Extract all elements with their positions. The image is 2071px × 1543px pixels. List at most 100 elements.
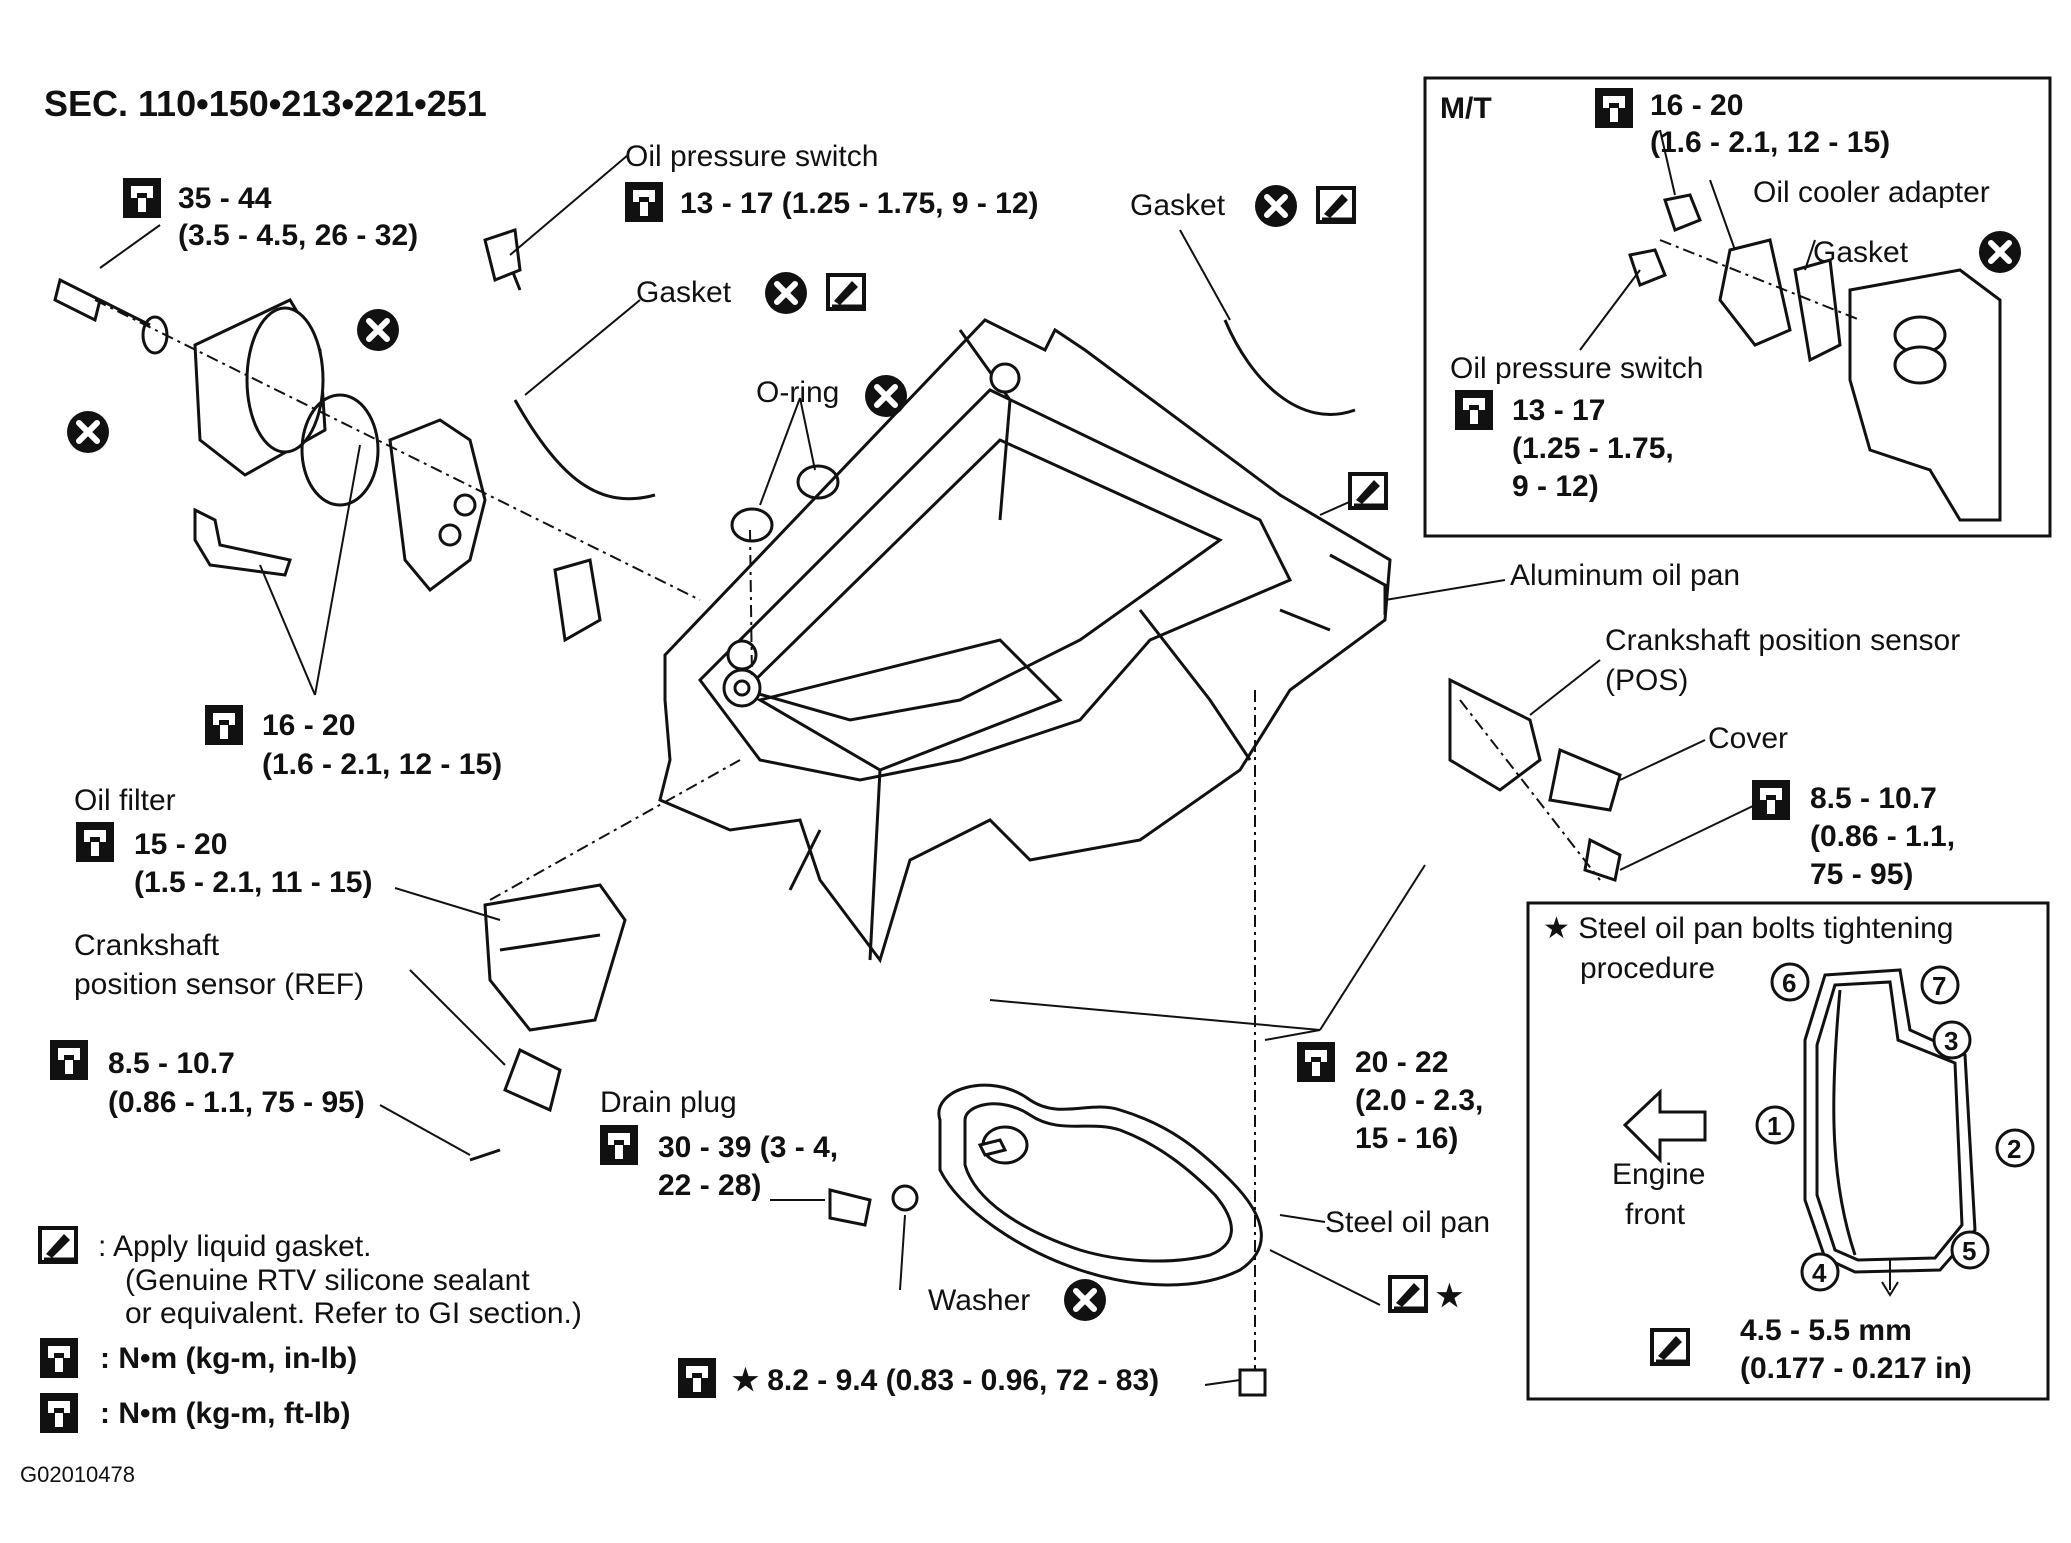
torque-wrench-icon xyxy=(50,1040,88,1080)
legend-torque-in-lb: : N•m (kg-m, in-lb) xyxy=(100,1342,357,1375)
oil-filter-torque: 15 - 20 xyxy=(134,828,227,861)
pos-torque: 8.5 - 10.7 xyxy=(1810,782,1937,815)
o-ring-drawing xyxy=(730,507,774,543)
torque-16-20-sub: (1.6 - 2.1, 12 - 15) xyxy=(262,748,502,781)
bolt-number-6: 6 xyxy=(1770,962,1810,1002)
pos-torque-sub-1: (0.86 - 1.1, xyxy=(1810,820,1955,853)
legend: : Apply liquid gasket. (Genuine RTV sili… xyxy=(36,1224,582,1433)
torque-wrench-icon xyxy=(625,182,663,222)
liquid-gasket-icon xyxy=(1386,1273,1430,1315)
liquid-gasket-icon xyxy=(1648,1326,1692,1368)
cover-label: Cover xyxy=(1708,722,1788,755)
crankshaft-pos-label-2: (POS) xyxy=(1605,664,1688,697)
bolt-number-5: 5 xyxy=(1950,1230,1990,1270)
do-not-reuse-icon xyxy=(1979,231,2021,273)
crankshaft-ref-label-2: position sensor (REF) xyxy=(74,968,364,1001)
gasket-label-left: Gasket xyxy=(636,276,732,309)
torque-wrench-icon xyxy=(205,705,243,745)
washer-label: Washer xyxy=(928,1284,1030,1317)
svg-text:2: 2 xyxy=(2007,1134,2021,1164)
drain-plug-torque-sub: 22 - 28) xyxy=(658,1169,761,1202)
torque-wrench-icon xyxy=(1297,1042,1335,1082)
torque-wrench-icon xyxy=(40,1338,78,1378)
inset-steel-pan-procedure: ★ Steel oil pan bolts tightening procedu… xyxy=(1526,901,2050,1401)
do-not-reuse-icon xyxy=(357,309,399,351)
do-not-reuse-icon xyxy=(865,375,907,417)
procedure-title-2: procedure xyxy=(1580,952,1715,985)
legend-gasket-line-1: : Apply liquid gasket. xyxy=(98,1230,372,1263)
o-ring-label: O-ring xyxy=(756,376,839,409)
oil-cooler-adapter-label: Oil cooler adapter xyxy=(1753,176,1990,209)
torque-20-22: 20 - 22 xyxy=(1355,1046,1448,1079)
torque-wrench-icon xyxy=(600,1125,638,1165)
oil-filter-label: Oil filter xyxy=(74,784,176,817)
inset-mt-header: M/T xyxy=(1440,92,1492,125)
drain-plug-label: Drain plug xyxy=(600,1086,737,1119)
svg-text:3: 3 xyxy=(1944,1026,1958,1056)
torque-35-44: 35 - 44 xyxy=(178,182,272,215)
do-not-reuse-icon xyxy=(67,411,109,453)
legend-torque-ft-lb: : N•m (kg-m, ft-lb) xyxy=(100,1397,350,1430)
ref-torque-sub: (0.86 - 1.1, 75 - 95) xyxy=(108,1086,365,1119)
oil-pressure-switch-torque: 13 - 17 (1.25 - 1.75, 9 - 12) xyxy=(680,187,1039,220)
inset-mt-torque-sub: (1.6 - 2.1, 12 - 15) xyxy=(1650,126,1890,159)
inset-oil-pressure-switch-label: Oil pressure switch xyxy=(1450,352,1703,385)
bolt-number-3: 3 xyxy=(1932,1020,1972,1060)
bolt-number-7: 7 xyxy=(1920,965,1960,1005)
section-title: SEC. 110•150•213•221•251 xyxy=(44,83,487,124)
steel-oil-pan-drawing xyxy=(937,1083,1263,1287)
pos-torque-sub-2: 75 - 95) xyxy=(1810,858,1913,891)
gasket-spec-2: (0.177 - 0.217 in) xyxy=(1740,1352,1972,1385)
engine-front-1: Engine xyxy=(1612,1158,1705,1191)
svg-text:1: 1 xyxy=(1767,1111,1781,1141)
leader-lines xyxy=(99,154,1756,1386)
liquid-gasket-icon xyxy=(1346,470,1390,512)
steel-oil-pan-label: Steel oil pan xyxy=(1325,1206,1490,1239)
svg-text:7: 7 xyxy=(1932,971,1946,1001)
bolt-number-1: 1 xyxy=(1755,1105,1795,1145)
torque-wrench-icon xyxy=(678,1358,716,1398)
inset-mt-torque: 16 - 20 xyxy=(1650,89,1743,122)
o-ring-drawing-2 xyxy=(796,464,840,500)
torque-wrench-icon xyxy=(76,822,114,862)
svg-text:4: 4 xyxy=(1812,1258,1827,1288)
procedure-title-1: ★ Steel oil pan bolts tightening xyxy=(1543,912,1954,945)
liquid-gasket-icon xyxy=(36,1224,80,1266)
inset-mt: M/T 16 - 20 (1.6 - 2.1, 12 - 15) Oil coo… xyxy=(1423,76,2052,538)
torque-20-22-sub-1: (2.0 - 2.3, xyxy=(1355,1084,1483,1117)
torque-wrench-icon xyxy=(40,1393,78,1433)
do-not-reuse-icon xyxy=(765,272,807,314)
gasket-left-drawing xyxy=(513,399,656,501)
drain-plug-torque: 30 - 39 (3 - 4, xyxy=(658,1131,838,1164)
figure-id: G02010478 xyxy=(20,1462,135,1487)
aluminum-oil-pan-drawing xyxy=(658,318,1392,964)
liquid-gasket-icon xyxy=(824,271,868,313)
liquid-gasket-icon xyxy=(1314,184,1358,226)
gasket-label-right: Gasket xyxy=(1130,189,1226,222)
torque-wrench-icon xyxy=(1455,390,1493,430)
oil-filter-assembly xyxy=(53,227,1622,1397)
legend-gasket-line-3: or equivalent. Refer to GI section.) xyxy=(125,1297,582,1330)
oil-filter-torque-sub: (1.5 - 2.1, 11 - 15) xyxy=(134,866,372,899)
torque-wrench-icon xyxy=(1752,780,1790,820)
torque-16-20: 16 - 20 xyxy=(262,709,355,742)
oil-pressure-switch-label: Oil pressure switch xyxy=(625,140,878,173)
aluminum-oil-pan-label: Aluminum oil pan xyxy=(1510,559,1740,592)
do-not-reuse-icon xyxy=(1255,185,1297,227)
svg-text:5: 5 xyxy=(1962,1236,1976,1266)
engine-front-2: front xyxy=(1625,1198,1686,1231)
inset-ops-torque: 13 - 17 xyxy=(1512,394,1605,427)
inset-ops-torque-sub-2: 9 - 12) xyxy=(1512,470,1599,503)
torque-wrench-icon xyxy=(123,178,161,218)
crankshaft-pos-label-1: Crankshaft position sensor xyxy=(1605,624,1960,657)
bolt-number-4: 4 xyxy=(1800,1252,1840,1292)
inset-ops-torque-sub-1: (1.25 - 1.75, xyxy=(1512,432,1674,465)
center-lines xyxy=(94,299,1601,1370)
svg-text:6: 6 xyxy=(1782,968,1796,998)
do-not-reuse-icon xyxy=(1064,1279,1106,1321)
gasket-right-drawing xyxy=(1223,319,1356,416)
gasket-spec-1: 4.5 - 5.5 mm xyxy=(1740,1314,1912,1347)
bolt-number-2: 2 xyxy=(1995,1128,2035,1168)
legend-gasket-line-2: (Genuine RTV silicone sealant xyxy=(125,1264,530,1297)
